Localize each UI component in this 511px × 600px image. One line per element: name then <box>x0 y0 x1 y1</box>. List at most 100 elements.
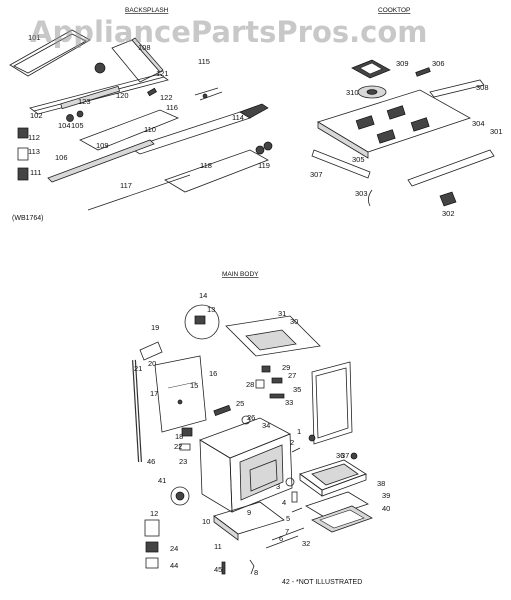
knob-pair <box>255 141 273 155</box>
part-33 <box>269 393 285 399</box>
callout-backsplash-109: 109 <box>96 141 109 150</box>
callout-main-body-12: 12 <box>150 509 158 518</box>
lamp-socket <box>66 114 74 122</box>
part-3 <box>285 477 295 487</box>
broiler-pan-grid <box>311 463 359 486</box>
backsplash-rail <box>29 73 169 115</box>
rear-panel <box>154 355 207 433</box>
callout-main-body-28: 28 <box>246 380 254 389</box>
rear-trim <box>429 79 485 98</box>
callout-backsplash-102: 102 <box>30 111 43 120</box>
callout-cooktop-304: 304 <box>472 119 485 128</box>
small-clip <box>17 147 29 161</box>
part-24 <box>145 541 159 553</box>
callout-main-body-23: 23 <box>179 457 187 466</box>
callout-backsplash-104: 104 <box>58 121 71 130</box>
diagram-code: (WB1764) <box>12 215 44 222</box>
cooktop-front-edge <box>317 121 369 159</box>
part-18 <box>181 427 193 437</box>
footnote: 42 - *NOT ILLUSTRATED <box>282 579 362 586</box>
callout-main-body-40: 40 <box>382 504 390 513</box>
grate-opening <box>359 62 383 75</box>
part-12 <box>144 519 160 537</box>
callout-backsplash-101: 101 <box>28 33 41 42</box>
rear-panel-rib <box>167 381 197 389</box>
callout-main-body-15: 15 <box>190 381 198 390</box>
part-4 <box>291 491 298 503</box>
side-trim-highlight <box>133 359 141 463</box>
callout-main-body-44: 44 <box>170 561 178 570</box>
end-cap <box>239 103 269 119</box>
side-panel <box>311 361 353 445</box>
part-25 <box>213 404 231 417</box>
callout-backsplash-123: 123 <box>78 97 91 106</box>
terminal-strip <box>47 139 155 183</box>
callout-cooktop-310: 310 <box>346 88 359 97</box>
backsplash-section: BACKSPLASH <box>9 7 273 222</box>
callout-backsplash-105: 105 <box>71 121 84 130</box>
callout-main-body-22: 22 <box>174 442 182 451</box>
callout-main-body-17: 17 <box>150 389 158 398</box>
callout-main-body-7: 7 <box>285 527 289 536</box>
callout-main-body-33: 33 <box>285 398 293 407</box>
callout-main-body-38: 38 <box>377 479 385 488</box>
part-8 <box>249 559 255 575</box>
callout-backsplash-116: 116 <box>166 103 178 112</box>
callout-cooktop-307: 307 <box>310 170 323 179</box>
rail-7 <box>271 527 305 541</box>
support-rod <box>87 174 191 211</box>
cooktop-body <box>317 89 471 153</box>
part-26 <box>241 415 251 425</box>
small-bracket <box>17 127 29 139</box>
bracket-19 <box>139 341 163 361</box>
callout-cooktop-309: 309 <box>396 59 409 68</box>
callout-main-body-3: 3 <box>276 482 280 491</box>
callout-main-body-13: 13 <box>207 305 215 314</box>
detail-part <box>194 315 206 325</box>
callout-main-body-34: 34 <box>262 421 270 430</box>
callout-main-body-20: 20 <box>148 359 156 368</box>
callout-backsplash-118: 118 <box>200 161 212 170</box>
rail-6 <box>265 535 299 549</box>
cooktop-burners <box>355 105 430 144</box>
backsplash-cover <box>164 149 269 193</box>
callout-main-body-2: 2 <box>290 438 294 447</box>
callout-backsplash-111: 111 <box>30 168 41 177</box>
part-29 <box>261 365 271 373</box>
callout-main-body-4: 4 <box>282 498 286 507</box>
callout-main-body-29: 29 <box>282 363 290 372</box>
part-5 <box>291 507 303 513</box>
trim-clip <box>415 67 431 77</box>
front-strip <box>407 149 495 187</box>
callout-main-body-27: 27 <box>288 371 296 380</box>
oven-top-panel <box>225 315 321 357</box>
part-36 <box>350 452 358 460</box>
callout-cooktop-303: 303 <box>355 189 368 198</box>
part-1 <box>308 434 316 442</box>
part-27 <box>271 377 283 384</box>
callout-main-body-45: 45 <box>214 565 222 574</box>
part-28 <box>255 379 265 389</box>
knob-41-detail <box>170 486 190 506</box>
callout-backsplash-122: 122 <box>160 93 173 102</box>
callout-main-body-19: 19 <box>151 323 159 332</box>
callout-cooktop-306: 306 <box>432 59 445 68</box>
rear-panel-screw <box>177 399 183 405</box>
callout-cooktop-308: 308 <box>476 83 489 92</box>
broiler-drawer-inner <box>319 509 365 529</box>
backsplash-title: BACKSPLASH <box>125 7 169 14</box>
callout-main-body-39: 39 <box>382 491 390 500</box>
part-45 <box>221 561 226 575</box>
callout-main-body-26: 26 <box>247 413 255 422</box>
callout-backsplash-112: 112 <box>28 133 40 142</box>
control-knob <box>94 62 106 74</box>
callout-main-body-32: 32 <box>302 539 310 548</box>
control-trim <box>311 149 371 179</box>
callout-main-body-21: 21 <box>134 364 142 373</box>
main-body-section: MAIN BODY <box>132 271 390 586</box>
callout-backsplash-106: 106 <box>55 153 68 162</box>
lamp-socket-2 <box>76 110 84 118</box>
callout-main-body-14: 14 <box>199 291 207 300</box>
knob-41 <box>175 491 185 501</box>
